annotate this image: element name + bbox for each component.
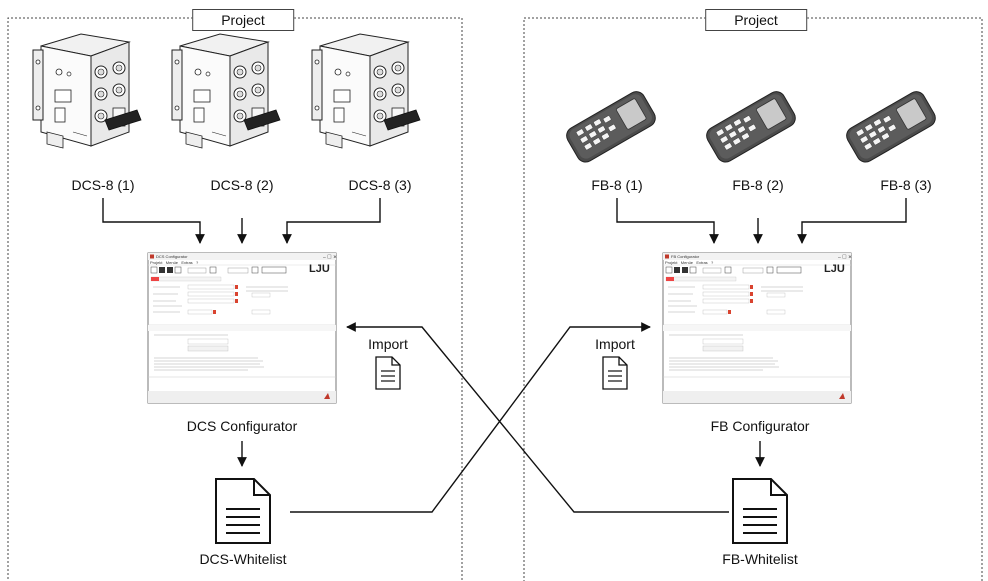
dcs-device-2-label: DCS-8 (2) <box>210 177 274 193</box>
control-box-device-icon <box>311 33 421 149</box>
fb-device-3-label: FB-8 (3) <box>880 177 932 193</box>
configurator-window-icon <box>662 252 853 404</box>
document-icon <box>732 478 788 544</box>
configurator-to-whitelist-arrows <box>237 441 765 467</box>
control-box-device-icon <box>32 33 142 149</box>
import-document-icon <box>602 356 628 390</box>
handheld-remote-icon <box>562 87 660 166</box>
dcs-configurator-label: DCS Configurator <box>186 418 298 434</box>
fb-device-2-label: FB-8 (2) <box>732 177 784 193</box>
right-project-title: Project <box>705 9 807 31</box>
dcs-window-menu: Projekt Menüe Extras ? <box>150 260 199 265</box>
configurator-window-icon <box>147 252 338 404</box>
dcs-device-3-label: DCS-8 (3) <box>348 177 412 193</box>
dcs-whitelist-label: DCS-Whitelist <box>199 551 287 567</box>
dcs-device-1-label: DCS-8 (1) <box>71 177 135 193</box>
left-project-frame <box>7 17 463 581</box>
document-icon <box>215 478 271 544</box>
control-box-device-icon <box>171 33 281 149</box>
import-crossing-arrows <box>290 322 729 513</box>
handheld-remote-icon <box>842 87 940 166</box>
import-document-icon <box>375 356 401 390</box>
import-label-right: Import <box>595 336 635 352</box>
fb-configurator-label: FB Configurator <box>710 418 810 434</box>
dcs-window-title: DCS Configurator <box>156 254 188 259</box>
fb-device-1-label: FB-8 (1) <box>591 177 643 193</box>
fb-window-title: FB Configurator <box>671 254 700 259</box>
device-to-dcs-arrows <box>102 198 381 244</box>
left-project-title: Project <box>192 9 294 31</box>
dcs-window-logo: LJU <box>309 263 330 275</box>
fb-window-menu: Projekt Menüe Extras ? <box>665 260 714 265</box>
fb-window-logo: LJU <box>824 263 845 275</box>
device-to-fb-arrows <box>616 198 907 244</box>
fb-whitelist-label: FB-Whitelist <box>722 551 798 567</box>
import-label-left: Import <box>368 336 408 352</box>
handheld-remote-icon <box>702 87 800 166</box>
right-project-frame <box>523 17 983 581</box>
